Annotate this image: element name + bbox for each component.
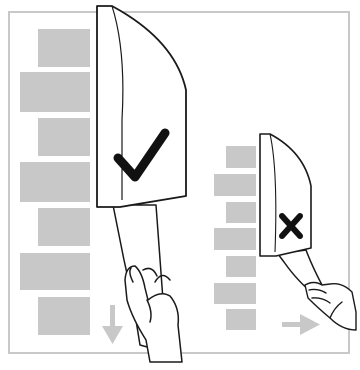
block	[20, 253, 90, 290]
block	[226, 146, 256, 168]
block	[214, 174, 256, 196]
down-arrow-icon	[102, 305, 123, 344]
block	[226, 202, 256, 223]
block	[38, 297, 90, 335]
block	[20, 162, 90, 202]
left-block-stack	[20, 29, 90, 335]
towel-dispenser	[97, 6, 186, 207]
right-block-stack	[214, 146, 256, 330]
block	[38, 208, 90, 246]
block	[20, 72, 90, 112]
block	[38, 29, 90, 67]
block	[214, 283, 256, 304]
right-arrow-icon	[282, 314, 320, 335]
block	[38, 118, 90, 156]
block	[226, 309, 256, 330]
block	[214, 228, 256, 250]
towel-dispenser	[260, 134, 311, 256]
block	[226, 256, 256, 277]
